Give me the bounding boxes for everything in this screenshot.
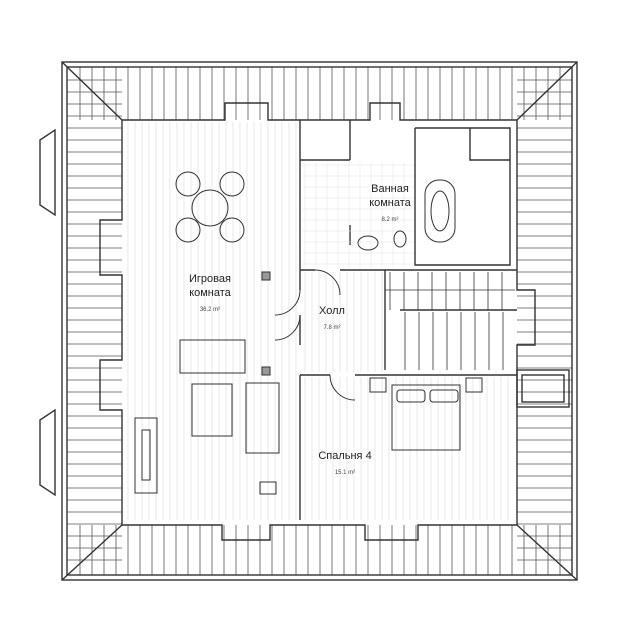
room-name: Холл: [319, 305, 345, 317]
room-name: Ванная: [371, 183, 409, 195]
room-area: 36.2 m²: [199, 307, 221, 313]
shelf: [134, 417, 158, 494]
furniture: [134, 171, 483, 495]
room-label-hall: Холл 7.8 m²: [292, 304, 372, 335]
bath-tiles: [302, 162, 414, 268]
walls: [39, 61, 578, 581]
round-table: [191, 189, 229, 227]
room-area: 7.8 m²: [323, 325, 341, 331]
room-name: Спальня 4: [318, 450, 372, 462]
sofa: [179, 339, 246, 374]
room-name: комната: [189, 287, 231, 299]
room-name: комната: [369, 197, 411, 209]
staircase: [385, 272, 515, 370]
room-area: 8.2 m²: [381, 217, 399, 223]
coffee-table: [191, 383, 233, 437]
room-label-game: Игровая комната 36.2 m²: [170, 272, 250, 317]
bed: [391, 384, 461, 451]
toilet: [393, 230, 407, 248]
floor-boards: [127, 122, 509, 520]
sofa-2: [245, 382, 280, 454]
bathtub: [424, 179, 456, 243]
room-label-bedroom: Спальня 4 15.1 m²: [305, 449, 385, 480]
room-label-bath: Ванная комната 8.2 m²: [350, 182, 430, 227]
roof-hatching: [67, 67, 572, 575]
room-area: 15.1 m²: [334, 470, 356, 476]
room-name: Игровая: [189, 273, 231, 285]
sink: [357, 235, 379, 251]
